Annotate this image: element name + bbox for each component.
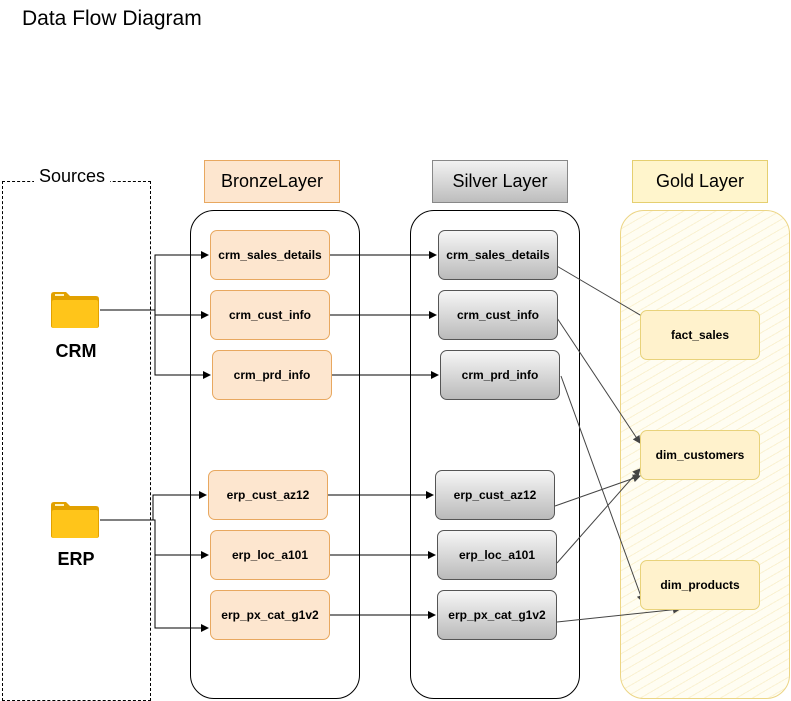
edge-erp-px-cat <box>100 519 209 632</box>
edge-erp-cust-az12 <box>100 491 207 521</box>
silver-node-erp-loc-a101[interactable]: erp_loc_a101 <box>437 530 557 580</box>
bronze-node-crm-sales-details[interactable]: crm_sales_details <box>210 230 330 280</box>
edge-silver-gold-products <box>556 605 681 623</box>
source-label-crm: CRM <box>55 341 97 361</box>
gold-node-fact-sales[interactable]: fact_sales <box>640 310 760 360</box>
gold-node-dim-products[interactable]: dim_products <box>640 560 760 610</box>
crm-folder-icon[interactable] <box>50 291 100 334</box>
bronze-layer-header: BronzeLayer <box>204 160 340 203</box>
silver-node-crm-sales-details[interactable]: crm_sales_details <box>438 230 558 280</box>
source-label-erp: ERP <box>57 549 95 569</box>
bronze-node-crm-prd-info[interactable]: crm_prd_info <box>212 350 332 400</box>
gold-node-dim-customers[interactable]: dim_customers <box>640 430 760 480</box>
edge-silver-gold-fact-sales <box>549 261 653 323</box>
sources-label: Sources <box>34 166 111 187</box>
bronze-node-erp-cust-az12[interactable]: erp_cust_az12 <box>208 470 328 520</box>
silver-layer-header: Silver Layer <box>432 160 568 203</box>
silver-node-crm-prd-info[interactable]: crm_prd_info <box>440 350 560 400</box>
silver-node-erp-px-cat-g1v2[interactable]: erp_px_cat_g1v2 <box>437 590 557 640</box>
gold-layer-header: Gold Layer <box>632 160 768 203</box>
edge-silver-gold-cust-2 <box>554 474 641 507</box>
edge-crm-prd-info <box>100 309 211 379</box>
bronze-node-erp-px-cat-g1v2[interactable]: erp_px_cat_g1v2 <box>210 590 330 640</box>
silver-node-erp-cust-az12[interactable]: erp_cust_az12 <box>435 470 555 520</box>
edge-crm-cust-info <box>100 309 209 319</box>
edge-erp-loc-a101 <box>100 519 209 559</box>
bronze-node-crm-cust-info[interactable]: crm_cust_info <box>210 290 330 340</box>
bronze-node-erp-loc-a101[interactable]: erp_loc_a101 <box>210 530 330 580</box>
silver-node-crm-cust-info[interactable]: crm_cust_info <box>438 290 558 340</box>
folder-icon <box>51 292 99 328</box>
edge-crm-sales-details <box>100 251 209 311</box>
erp-folder-icon[interactable] <box>50 501 100 544</box>
edge-silver-gold-cust-1 <box>556 317 641 444</box>
folder-icon <box>51 502 99 538</box>
edge-silver-gold-cust-3 <box>556 468 641 564</box>
page-title: Data Flow Diagram <box>22 7 202 30</box>
